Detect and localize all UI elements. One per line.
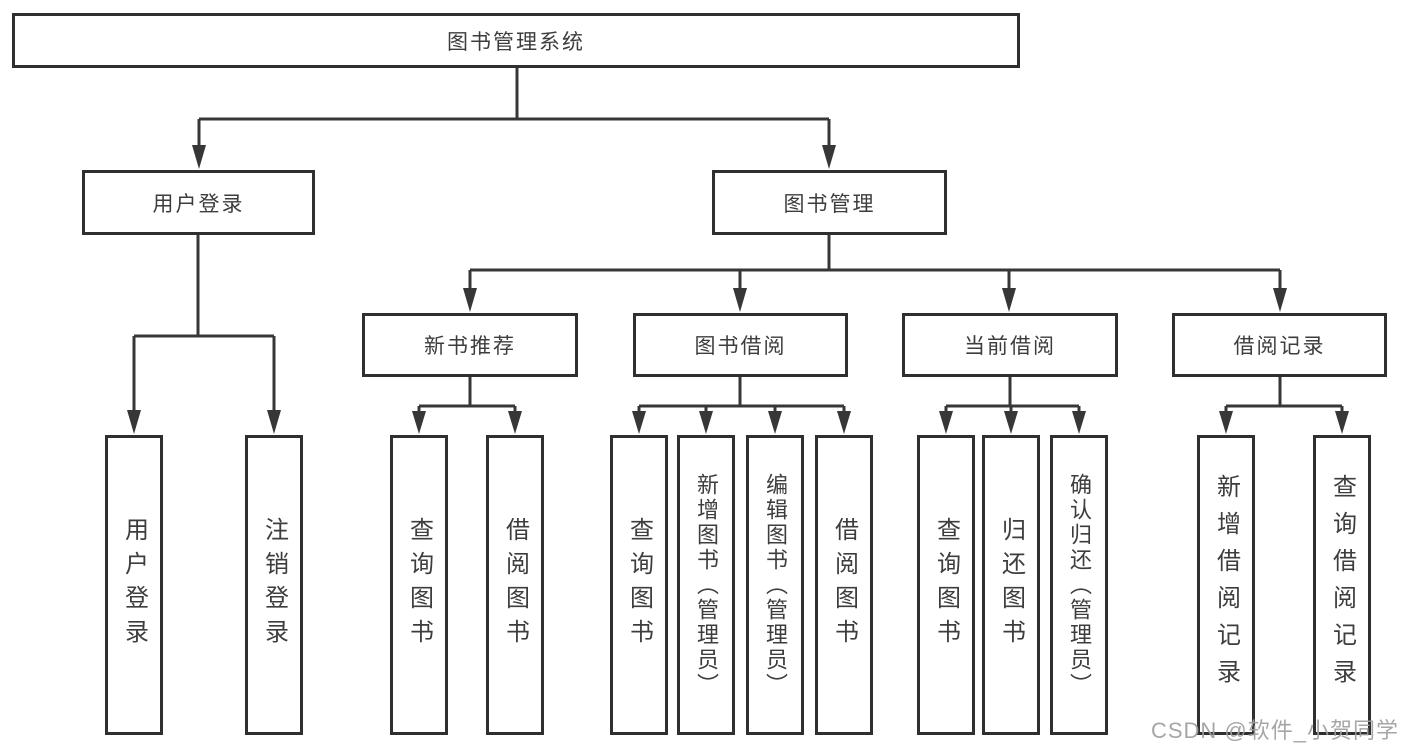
connector-current-borrow-trunk bbox=[944, 377, 1081, 414]
arrowhead-icon bbox=[192, 145, 206, 169]
arrowhead-icon bbox=[939, 411, 953, 434]
node-library-management-system: 图书管理系统 bbox=[12, 13, 1020, 68]
leaf-add-book-admin: 新增图书（管理员） bbox=[677, 435, 735, 735]
arrowhead-icon bbox=[632, 411, 646, 434]
arrowhead-icon bbox=[1335, 411, 1349, 434]
arrowhead-icon bbox=[1072, 411, 1086, 434]
node-borrow-record: 借阅记录 bbox=[1172, 313, 1387, 377]
csdn-watermark: CSDN @软件_小贺同学 bbox=[1150, 718, 1399, 743]
node-current-borrow: 当前借阅 bbox=[902, 313, 1118, 377]
arrowhead-icon bbox=[1002, 288, 1016, 312]
arrowhead-icon bbox=[412, 411, 426, 434]
arrowhead-icon bbox=[822, 145, 836, 169]
leaf-query-borrow-record: 查询借阅记录 bbox=[1313, 435, 1371, 735]
connector-user-login-trunk bbox=[132, 235, 276, 412]
connector-new-book-rec-trunk bbox=[417, 377, 517, 414]
node-book-management: 图书管理 bbox=[712, 170, 947, 235]
connector-book-borrow-trunk bbox=[637, 377, 846, 414]
leaf-borrow-query-book: 查询图书 bbox=[610, 435, 668, 735]
arrowhead-icon bbox=[837, 411, 851, 434]
leaf-recommend-query-book: 查询图书 bbox=[390, 435, 448, 735]
arrowhead-icon bbox=[768, 411, 782, 434]
leaf-confirm-return-admin: 确认归还（管理员） bbox=[1050, 435, 1108, 735]
arrowhead-icon bbox=[1219, 411, 1233, 434]
arrowhead-icon bbox=[733, 288, 747, 312]
leaf-edit-book-admin: 编辑图书（管理员） bbox=[746, 435, 804, 735]
leaf-user-login: 用户登录 bbox=[105, 435, 163, 735]
connector-borrow-record-trunk bbox=[1224, 377, 1344, 414]
arrowhead-icon bbox=[267, 410, 281, 434]
arrowhead-icon bbox=[1273, 288, 1287, 312]
node-new-book-recommend: 新书推荐 bbox=[362, 313, 578, 377]
leaf-borrow-book: 借阅图书 bbox=[815, 435, 873, 735]
arrowhead-icon bbox=[699, 411, 713, 434]
leaf-logout-login: 注销登录 bbox=[245, 435, 303, 735]
leaf-recommend-borrow-book: 借阅图书 bbox=[486, 435, 544, 735]
arrowhead-icon bbox=[1004, 411, 1018, 434]
connector-root-trunk bbox=[197, 68, 831, 148]
leaf-current-query-book: 查询图书 bbox=[917, 435, 975, 735]
arrowhead-icon bbox=[463, 288, 477, 312]
leaf-return-book: 归还图书 bbox=[982, 435, 1040, 735]
arrowhead-icon bbox=[508, 411, 522, 434]
node-user-login: 用户登录 bbox=[82, 170, 315, 235]
leaf-add-borrow-record: 新增借阅记录 bbox=[1197, 435, 1255, 735]
arrowheads bbox=[127, 145, 1349, 434]
node-book-borrow: 图书借阅 bbox=[633, 313, 848, 377]
arrowhead-icon bbox=[127, 410, 141, 434]
connector-book-mgmt-trunk bbox=[468, 235, 1282, 290]
